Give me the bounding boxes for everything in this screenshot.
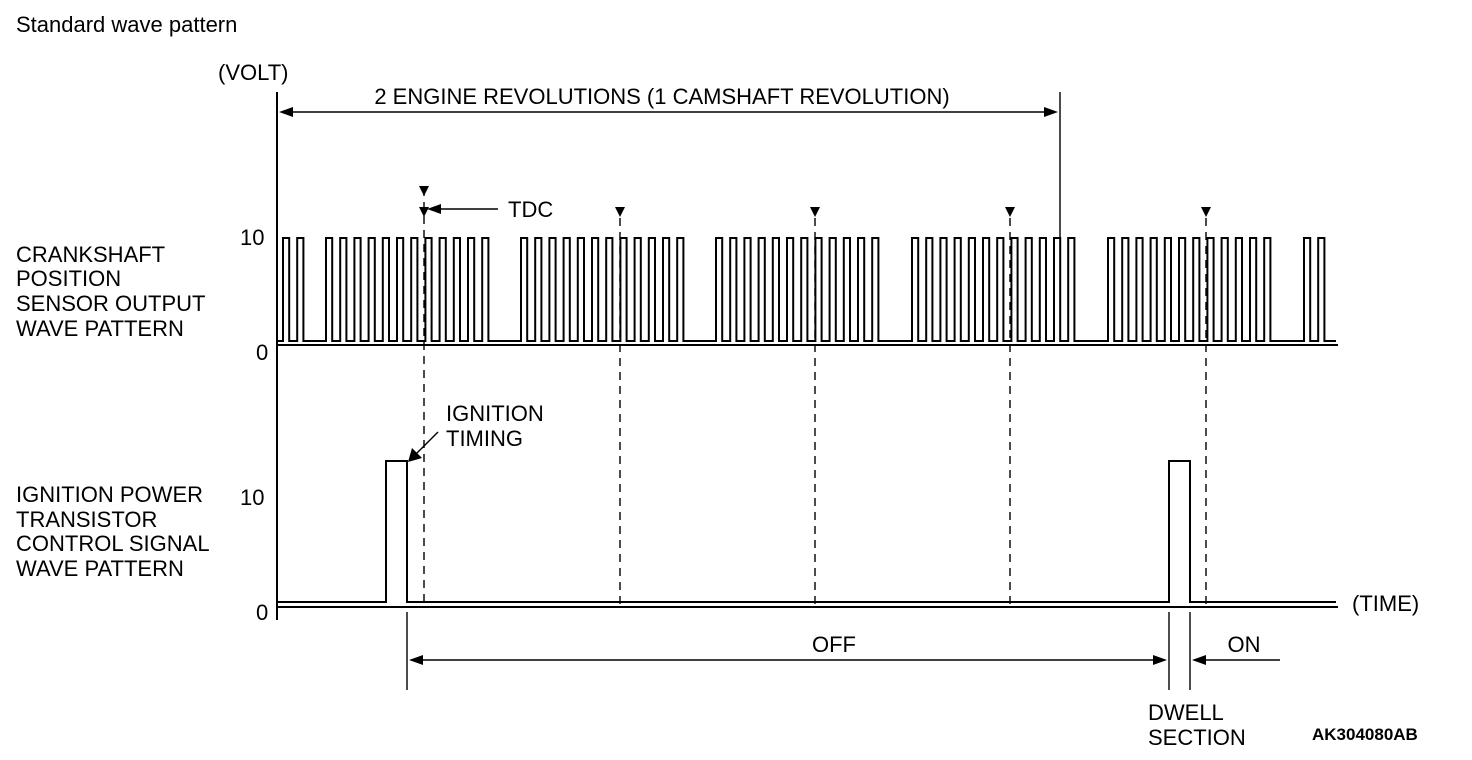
reference-code: AK304080AB (1312, 725, 1418, 744)
volt-axis-unit: (VOLT) (218, 60, 288, 85)
dwell-label-line-1: DWELL (1148, 700, 1224, 725)
ignition-label-line-1: IGNITION POWER (16, 482, 203, 507)
ignition-timing-leader (413, 431, 439, 457)
crankshaft-sensor-wave (277, 237, 1336, 342)
crank-label-line-2: POSITION (16, 266, 121, 291)
revolution-arrow-right (1044, 107, 1058, 117)
on-arrow-left (1192, 655, 1206, 665)
tdc-marker-1 (419, 207, 429, 217)
tdc-marker-group (419, 186, 1211, 217)
ignition-timing-arrow (408, 448, 422, 462)
tdc-marker-5 (1201, 207, 1211, 217)
tdc-label: TDC (508, 197, 553, 222)
on-label: ON (1228, 632, 1261, 657)
revolutions-label: 2 ENGINE REVOLUTIONS (1 CAMSHAFT REVOLUT… (374, 84, 949, 109)
ignition-timing-line-2: TIMING (446, 426, 523, 451)
ignition-label-line-2: TRANSISTOR (16, 507, 157, 532)
off-arrow-left (409, 655, 423, 665)
crank-label-line-4: WAVE PATTERN (16, 316, 184, 341)
ignition-tick-0: 0 (256, 600, 268, 625)
tdc-pointer-arrow (427, 204, 441, 214)
crank-label-line-3: SENSOR OUTPUT (16, 291, 205, 316)
dwell-label-line-2: SECTION (1148, 725, 1246, 750)
off-arrow-right (1153, 655, 1167, 665)
crank-label-line-1: CRANKSHAFT (16, 242, 165, 267)
ignition-tick-10: 10 (240, 485, 264, 510)
revolution-arrow-left (279, 107, 293, 117)
tdc-marker-4 (1005, 207, 1015, 217)
time-axis-unit: (TIME) (1352, 591, 1419, 616)
crank-tick-10: 10 (240, 225, 264, 250)
off-label: OFF (812, 632, 856, 657)
ignition-label-line-3: CONTROL SIGNAL (16, 531, 210, 556)
tdc-marker-3 (810, 207, 820, 217)
ignition-control-signal-wave (277, 460, 1336, 603)
ignition-label-line-4: WAVE PATTERN (16, 556, 184, 581)
diagram-heading: Standard wave pattern (16, 12, 237, 37)
crank-tick-0: 0 (256, 340, 268, 365)
ignition-timing-line-1: IGNITION (446, 401, 544, 426)
tdc-marker-2 (615, 207, 625, 217)
